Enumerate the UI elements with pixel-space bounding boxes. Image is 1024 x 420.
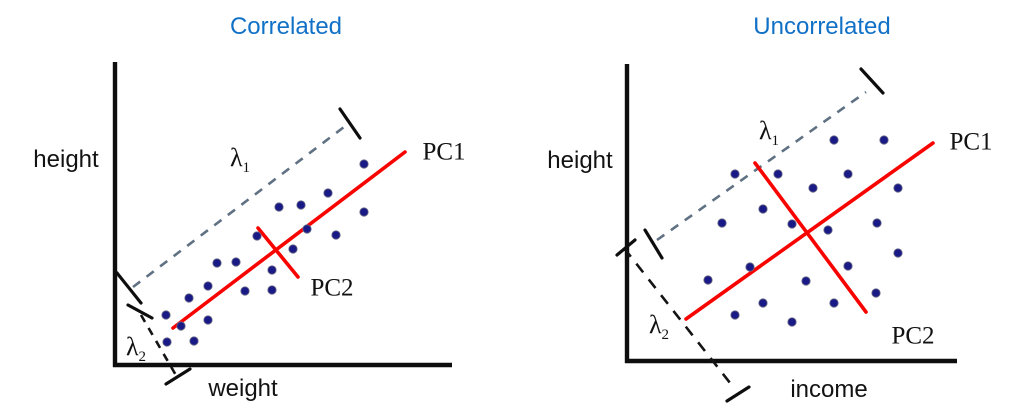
uncorrelated-lambda2-measure-line	[622, 247, 736, 389]
uncorrelated-data-point	[758, 204, 768, 214]
left-lambda2-base: λ	[125, 332, 139, 361]
correlated-data-point	[331, 230, 341, 240]
correlated-data-point	[240, 286, 250, 296]
correlated-data-point	[184, 293, 194, 303]
correlated-data-point	[231, 257, 241, 267]
right-lambda1-subscript: 1	[771, 133, 780, 150]
correlated-data-point	[302, 224, 312, 234]
uncorrelated-data-point	[893, 248, 903, 258]
correlated-data-point	[203, 281, 213, 291]
correlated-data-point	[162, 337, 172, 347]
uncorrelated-lambda1-measure-line	[656, 90, 867, 242]
right-x-axis-label: income	[790, 376, 868, 403]
uncorrelated-data-point	[893, 183, 903, 193]
uncorrelated-pc1-line	[684, 141, 935, 321]
uncorrelated-lambda1-end-tick-0	[643, 228, 664, 260]
left-lambda2-label: λ2	[125, 332, 146, 365]
left-lambda1-label: λ1	[229, 143, 250, 176]
right-lambda1-label: λ1	[758, 116, 779, 149]
uncorrelated-data-point	[843, 169, 853, 179]
correlated-lambda1-end-tick-1	[338, 107, 362, 140]
left-pc1-label: PC1	[422, 138, 466, 166]
correlated-data-point	[203, 315, 213, 325]
uncorrelated-data-point	[872, 218, 882, 228]
left-lambda1-base: λ	[229, 143, 243, 172]
left-y-axis-label: height	[33, 146, 99, 173]
right-lambda2-base: λ	[648, 310, 662, 339]
correlated-data-point	[267, 285, 277, 295]
correlated-data-point	[288, 244, 298, 254]
uncorrelated-data-point	[823, 225, 833, 235]
correlated-lambda2-end-tick-0	[126, 303, 154, 320]
correlated-data-point	[274, 202, 284, 212]
correlated-pc1-line	[171, 150, 407, 330]
uncorrelated-data-point	[703, 275, 713, 285]
correlated-data-point	[267, 265, 277, 275]
left-lambda1-subscript: 1	[242, 160, 251, 177]
uncorrelated-lambda1-end-tick-1	[859, 67, 885, 95]
uncorrelated-data-point	[801, 276, 811, 286]
uncorrelated-data-point	[829, 135, 839, 145]
uncorrelated-lambda2-end-tick-1	[725, 385, 751, 403]
correlated-data-point	[212, 258, 222, 268]
uncorrelated-data-point	[787, 317, 797, 327]
left-pc2-label: PC2	[310, 274, 354, 302]
left-lambda2-subscript: 2	[138, 349, 147, 366]
correlated-data-point	[252, 231, 262, 241]
right-pc2-label: PC2	[891, 322, 935, 350]
correlated-lambda1-end-tick-0	[115, 271, 143, 305]
uncorrelated-lambda2-end-tick-0	[615, 238, 637, 257]
left-panel-title: Correlated	[229, 13, 343, 40]
uncorrelated-data-point	[829, 298, 839, 308]
correlated-data-point	[296, 200, 306, 210]
uncorrelated-data-point	[773, 169, 783, 179]
uncorrelated-data-point	[787, 219, 797, 229]
uncorrelated-data-point	[730, 169, 740, 179]
correlated-pc2-line	[256, 226, 300, 279]
right-y-axis-label: height	[547, 147, 613, 174]
right-pc1-label: PC1	[949, 128, 993, 156]
correlated-lambda2-end-tick-1	[164, 367, 192, 386]
right-panel-title: Uncorrelated	[753, 13, 891, 40]
correlated-data-point	[189, 336, 199, 346]
right-lambda2-label: λ2	[648, 310, 669, 343]
left-x-axis-label: weight	[208, 375, 278, 402]
uncorrelated-data-point	[879, 135, 889, 145]
correlated-data-point	[161, 310, 171, 320]
uncorrelated-data-point	[717, 218, 727, 228]
correlated-lambda2-measure-line	[139, 314, 179, 378]
panel-uncorrelated	[615, 64, 957, 403]
right-lambda1-base: λ	[758, 116, 772, 145]
panel-correlated	[112, 62, 452, 386]
uncorrelated-pc2-line	[753, 161, 868, 314]
correlated-data-point	[359, 207, 369, 217]
uncorrelated-data-point	[808, 183, 818, 193]
correlated-data-point	[323, 188, 333, 198]
uncorrelated-data-point	[758, 298, 768, 308]
correlated-data-point	[176, 321, 186, 331]
uncorrelated-data-point	[871, 288, 881, 298]
uncorrelated-data-point	[745, 262, 755, 272]
right-lambda2-subscript: 2	[661, 327, 670, 344]
uncorrelated-data-point	[730, 310, 740, 320]
uncorrelated-data-point	[843, 261, 853, 271]
correlated-data-point	[359, 159, 369, 169]
